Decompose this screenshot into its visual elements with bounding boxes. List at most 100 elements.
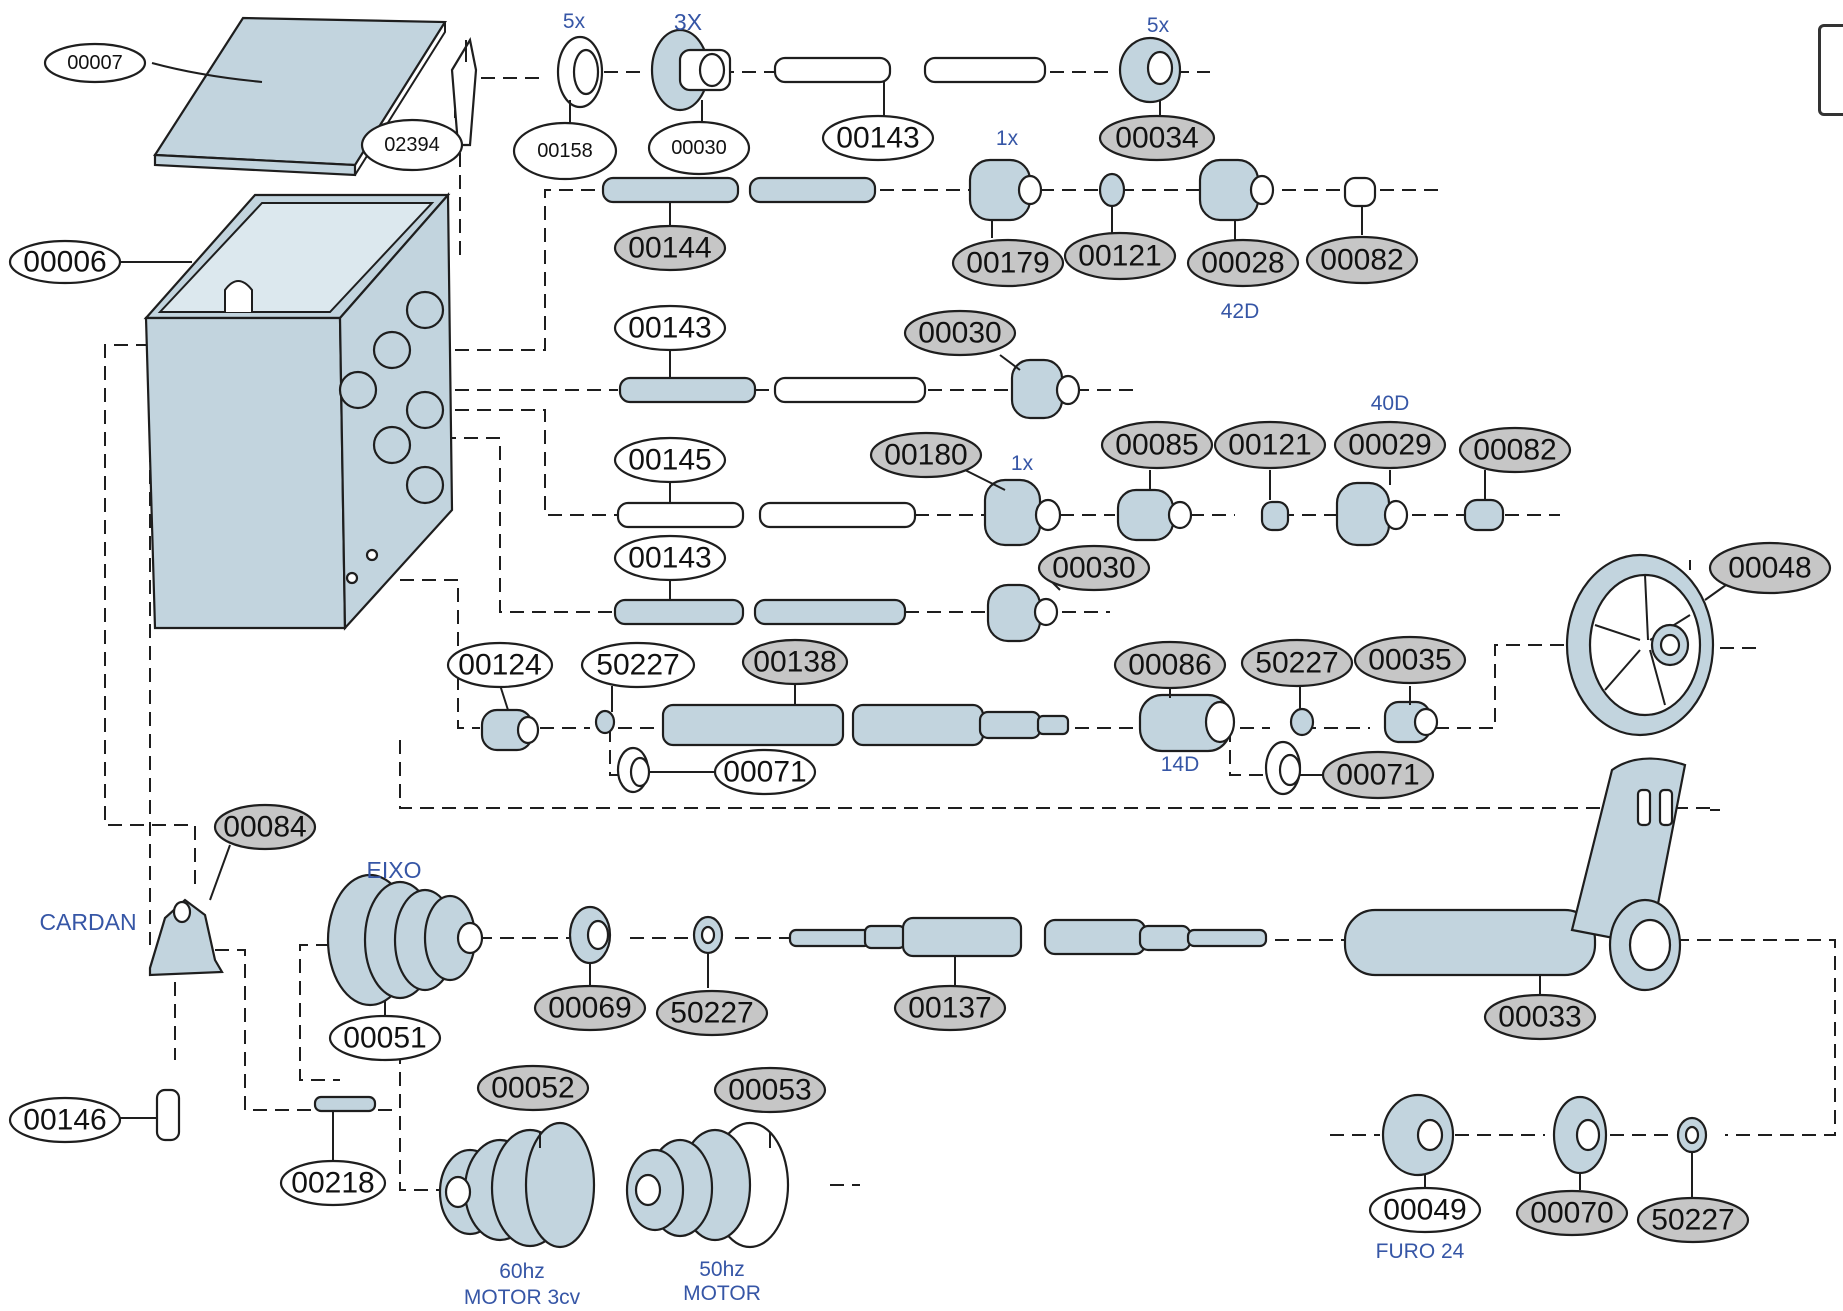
part-code: 00179 — [966, 247, 1049, 280]
qty-note-00034: 5x — [1147, 14, 1170, 37]
part-code: 00124 — [458, 649, 541, 682]
part-code: 00084 — [223, 811, 306, 844]
part-label-00143-row3[interactable]: 00143 — [613, 304, 727, 352]
part-code: 00030 — [671, 137, 727, 159]
part-code: 00028 — [1201, 247, 1284, 280]
part-label-00069[interactable]: 00069 — [533, 984, 647, 1032]
motor-3cv-label: MOTOR 3cv — [464, 1286, 581, 1309]
cardan-label: CARDAN — [39, 909, 136, 935]
part-label-00082-row2[interactable]: 00082 — [1305, 235, 1419, 285]
blue-annotations: 5x 3X 5x 1x 42D 40D 1x 14D EIXO CARDAN 6… — [39, 9, 1464, 1309]
part-code: 00007 — [67, 52, 123, 74]
part-code: 00085 — [1115, 429, 1198, 462]
part-label-00070[interactable]: 00070 — [1515, 1189, 1629, 1237]
part-label-00143-row5[interactable]: 00143 — [613, 534, 727, 582]
teeth-note-00086: 14D — [1161, 753, 1200, 776]
part-code: 00144 — [628, 232, 711, 265]
part-label-00082-row4[interactable]: 00082 — [1458, 426, 1572, 474]
part-label-00138[interactable]: 00138 — [741, 638, 849, 686]
part-label-00049[interactable]: 00049 — [1368, 1186, 1482, 1234]
part-label-00052[interactable]: 00052 — [476, 1064, 590, 1112]
part-code: 00158 — [537, 140, 593, 162]
part-code: 00033 — [1498, 1001, 1581, 1034]
part-label-00071-right[interactable]: 00071 — [1321, 750, 1435, 800]
part-label-00053[interactable]: 00053 — [713, 1066, 827, 1114]
part-code: 00138 — [753, 646, 836, 679]
part-code: 50227 — [1651, 1204, 1734, 1237]
furo-label: FURO 24 — [1376, 1240, 1465, 1263]
part-code: 00030 — [1052, 552, 1135, 585]
teeth-note-00028: 42D — [1221, 300, 1260, 323]
part-label-00048[interactable]: 00048 — [1708, 541, 1832, 595]
part-label-00030-top[interactable]: 00030 — [647, 120, 751, 176]
part-label-00137[interactable]: 00137 — [893, 984, 1007, 1032]
part-code: 00143 — [628, 542, 711, 575]
part-label-00143-top[interactable]: 00143 — [821, 114, 935, 162]
qty-note-00030: 3X — [674, 9, 702, 35]
part-code: 50227 — [670, 997, 753, 1030]
part-code: 00082 — [1473, 434, 1556, 467]
part-code: 00082 — [1320, 244, 1403, 277]
corner-frame — [1818, 24, 1843, 116]
part-label-00084[interactable]: 00084 — [213, 803, 317, 851]
part-label-50227-bottom[interactable]: 50227 — [655, 989, 769, 1037]
part-label-00007[interactable]: 00007 — [43, 42, 147, 84]
screwdriver-tool — [450, 36, 478, 147]
part-label-00145[interactable]: 00145 — [613, 436, 727, 484]
teeth-note-00029: 40D — [1371, 392, 1410, 415]
leader-lines — [120, 62, 1727, 1198]
part-code: 00145 — [628, 444, 711, 477]
part-label-00051[interactable]: 00051 — [328, 1014, 442, 1062]
part-label-50227-row6[interactable]: 50227 — [580, 641, 696, 689]
part-code: 00143 — [628, 312, 711, 345]
part-code: 00035 — [1368, 644, 1451, 677]
part-label-00034[interactable]: 00034 — [1098, 114, 1216, 162]
part-label-00028[interactable]: 00028 — [1186, 238, 1300, 288]
part-label-00071-left[interactable]: 00071 — [713, 748, 817, 796]
part-code: 00034 — [1115, 122, 1198, 155]
part-label-00180[interactable]: 00180 — [869, 431, 983, 479]
part-code: 00049 — [1383, 1194, 1466, 1227]
part-label-00158[interactable]: 00158 — [512, 121, 618, 181]
part-label-00121-row4[interactable]: 00121 — [1213, 420, 1327, 470]
part-code: 00071 — [723, 756, 806, 789]
part-label-00086[interactable]: 00086 — [1113, 640, 1227, 690]
part-code: 00121 — [1228, 429, 1311, 462]
part-code: 00006 — [23, 246, 106, 279]
part-label-00179[interactable]: 00179 — [951, 238, 1065, 288]
part-code: 00069 — [548, 992, 631, 1025]
part-graphics — [148, 28, 1715, 1249]
part-code: 00030 — [918, 317, 1001, 350]
eixo-label: EIXO — [367, 857, 422, 883]
part-label-00029[interactable]: 00029 — [1333, 420, 1447, 470]
gearbox-housing — [143, 192, 454, 631]
part-label-50227-row6b[interactable]: 50227 — [1240, 638, 1354, 688]
part-code: 00086 — [1128, 649, 1211, 682]
part-code: 00218 — [291, 1167, 374, 1200]
part-label-00035[interactable]: 00035 — [1353, 635, 1467, 685]
part-label-50227-bottom-right[interactable]: 50227 — [1636, 1196, 1750, 1244]
part-code: 00070 — [1530, 1197, 1613, 1230]
qty-note-00180: 1x — [1011, 452, 1034, 475]
lid-panel — [153, 16, 447, 177]
qty-note-00179: 1x — [996, 127, 1019, 150]
part-label-00218[interactable]: 00218 — [279, 1159, 387, 1207]
part-label-00030-row3[interactable]: 00030 — [903, 309, 1017, 357]
part-label-02394[interactable]: 02394 — [360, 118, 464, 172]
part-label-00006[interactable]: 00006 — [8, 239, 122, 285]
part-code: 50227 — [1255, 647, 1338, 680]
part-code: 50227 — [596, 649, 679, 682]
part-label-00085[interactable]: 00085 — [1100, 420, 1214, 470]
part-code: 00051 — [343, 1022, 426, 1055]
motor-50hz-label: 50hz — [699, 1258, 745, 1281]
part-label-00033[interactable]: 00033 — [1483, 993, 1597, 1041]
part-label-00124[interactable]: 00124 — [446, 641, 554, 689]
motor-60hz-label: 60hz — [499, 1260, 545, 1283]
part-label-00144[interactable]: 00144 — [613, 224, 727, 272]
part-code: 00052 — [491, 1072, 574, 1105]
part-code: 00048 — [1728, 552, 1811, 585]
part-label-00121-row2[interactable]: 00121 — [1063, 231, 1177, 281]
part-label-00030-row5[interactable]: 00030 — [1037, 544, 1151, 592]
part-label-00146[interactable]: 00146 — [8, 1096, 122, 1144]
